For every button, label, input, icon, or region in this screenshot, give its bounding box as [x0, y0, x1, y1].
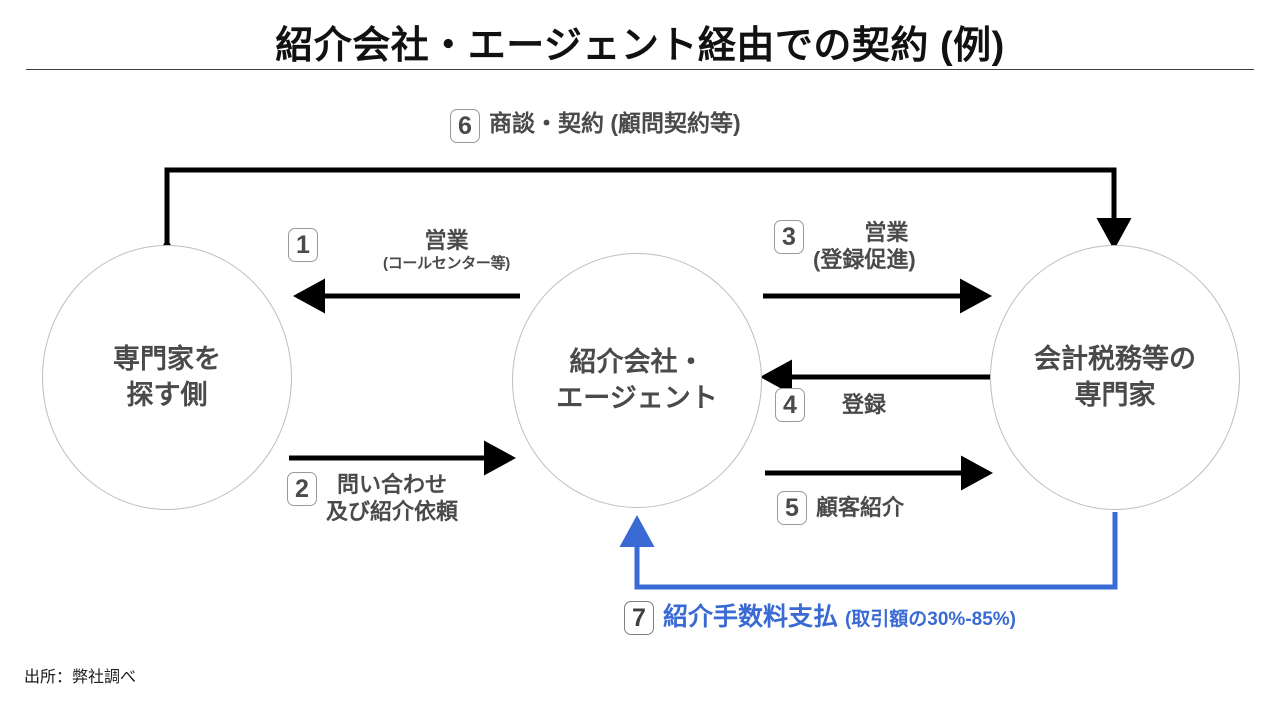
step-5[interactable]: 5 顧客紹介	[777, 491, 904, 525]
step-7[interactable]: 7 紹介手数料支払 (取引額の30%-85%)	[624, 601, 1016, 635]
step-3-caption-line1: 営業	[864, 220, 909, 245]
step-3-caption-line2: (登録促進)	[813, 246, 916, 272]
step-3-badge: 3	[774, 220, 804, 254]
step-1-caption-main: 営業	[424, 228, 469, 253]
node-expert-label: 会計税務等の 専門家	[1034, 343, 1196, 410]
step-4-caption: 登録	[842, 392, 887, 417]
step-2-badge: 2	[287, 472, 317, 506]
step-5-caption: 顧客紹介	[816, 495, 905, 520]
step-1-badge: 1	[288, 228, 318, 262]
step-3[interactable]: 3 営業 (登録促進)	[774, 220, 916, 274]
step-4[interactable]: 4 登録	[775, 388, 886, 422]
node-agent[interactable]: 紹介会社・ エージェント	[512, 253, 762, 508]
step-5-badge: 5	[777, 491, 807, 525]
step-1[interactable]: 1 営業 (コールセンター等)	[288, 228, 510, 273]
step-7-caption-main: 紹介手数料支払	[663, 603, 839, 631]
step-1-caption-sub: (コールセンター等)	[383, 254, 510, 272]
node-seeker-label: 専門家を 探す側	[113, 343, 221, 410]
step-2[interactable]: 2 問い合わせ 及び紹介依頼	[287, 472, 458, 526]
step-6[interactable]: 6 商談・契約 (顧問契約等)	[450, 109, 741, 143]
step-1-caption: 営業 (コールセンター等)	[383, 228, 510, 273]
source-footer: 出所：弊社調べ	[24, 669, 137, 686]
step-6-badge: 6	[450, 109, 480, 143]
step-2-caption-line2: 及び紹介依頼	[326, 498, 459, 524]
step-2-caption: 問い合わせ 及び紹介依頼	[326, 472, 458, 526]
step-4-badge: 4	[775, 388, 805, 422]
step-7-caption-sub: (取引額の30%-85%)	[844, 609, 1017, 630]
page-title: 紹介会社・エージェント経由での契約 (例)	[275, 25, 1005, 67]
title-divider	[26, 69, 1254, 70]
node-agent-label: 紹介会社・ エージェント	[556, 346, 718, 413]
step-3-caption: 営業 (登録促進)	[813, 220, 916, 274]
step-6-caption: 商談・契約 (顧問契約等)	[489, 110, 741, 136]
step-7-caption: 紹介手数料支払 (取引額の30%-85%)	[663, 602, 1016, 633]
step-7-badge: 7	[624, 601, 654, 635]
node-seeker[interactable]: 専門家を 探す側	[42, 245, 292, 510]
node-expert[interactable]: 会計税務等の 専門家	[990, 245, 1240, 510]
step-2-caption-line1: 問い合わせ	[337, 472, 448, 497]
